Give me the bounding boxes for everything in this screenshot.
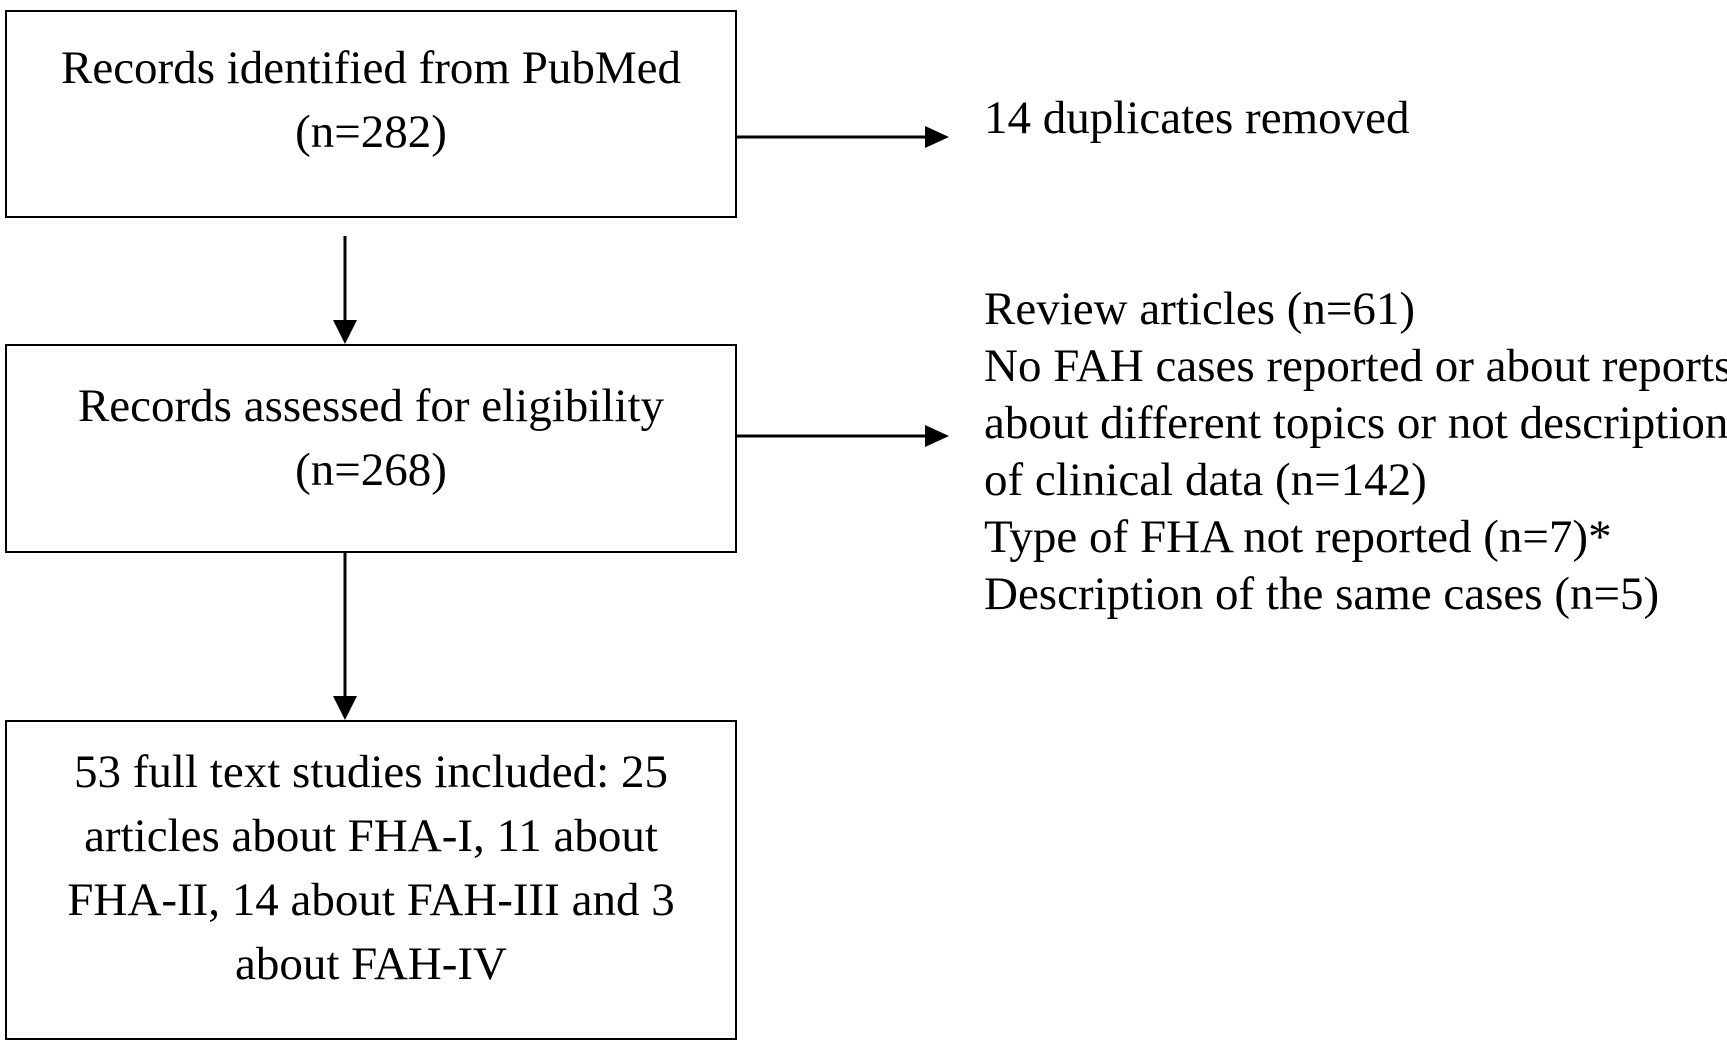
arrow-to-duplicates [737,126,949,148]
exclusion-same-cases: Description of the same cases (n=5) [984,568,1660,620]
exclusion-no-fah-line2: about different topics or not descriptio… [984,397,1727,449]
records-identified-count: (n=282) [295,106,447,158]
studies-included-line: FHA-II, 14 about FAH-III and 3 [67,874,675,926]
studies-included-line: 53 full text studies included: 25 [74,746,668,798]
studies-included-box: 53 full text studies included: 25 articl… [5,720,737,1040]
studies-included-line: articles about FHA-I, 11 about [84,810,658,862]
arrow-to-included [333,553,357,720]
exclusion-reasons: Review articles (n=61) No FAH cases repo… [984,281,1727,623]
studies-included-line: about FAH-IV [235,938,507,990]
exclusion-type-not-reported: Type of FHA not reported (n=7)* [984,511,1612,563]
records-identified-box: Records identified from PubMed (n=282) [5,10,737,218]
arrow-to-exclusions [737,425,949,447]
records-identified-label: Records identified from PubMed [60,42,682,94]
records-assessed-count: (n=268) [295,444,447,496]
exclusion-no-fah-line3: of clinical data (n=142) [984,454,1427,506]
exclusion-no-fah-line1: No FAH cases reported or about reports [984,340,1727,392]
duplicates-removed-text: 14 duplicates removed [984,92,1410,144]
records-assessed-label: Records assessed for eligibility [77,380,665,432]
records-assessed-box: Records assessed for eligibility (n=268) [5,344,737,553]
arrow-to-assessed [333,236,357,344]
exclusion-review-articles: Review articles (n=61) [984,283,1416,335]
